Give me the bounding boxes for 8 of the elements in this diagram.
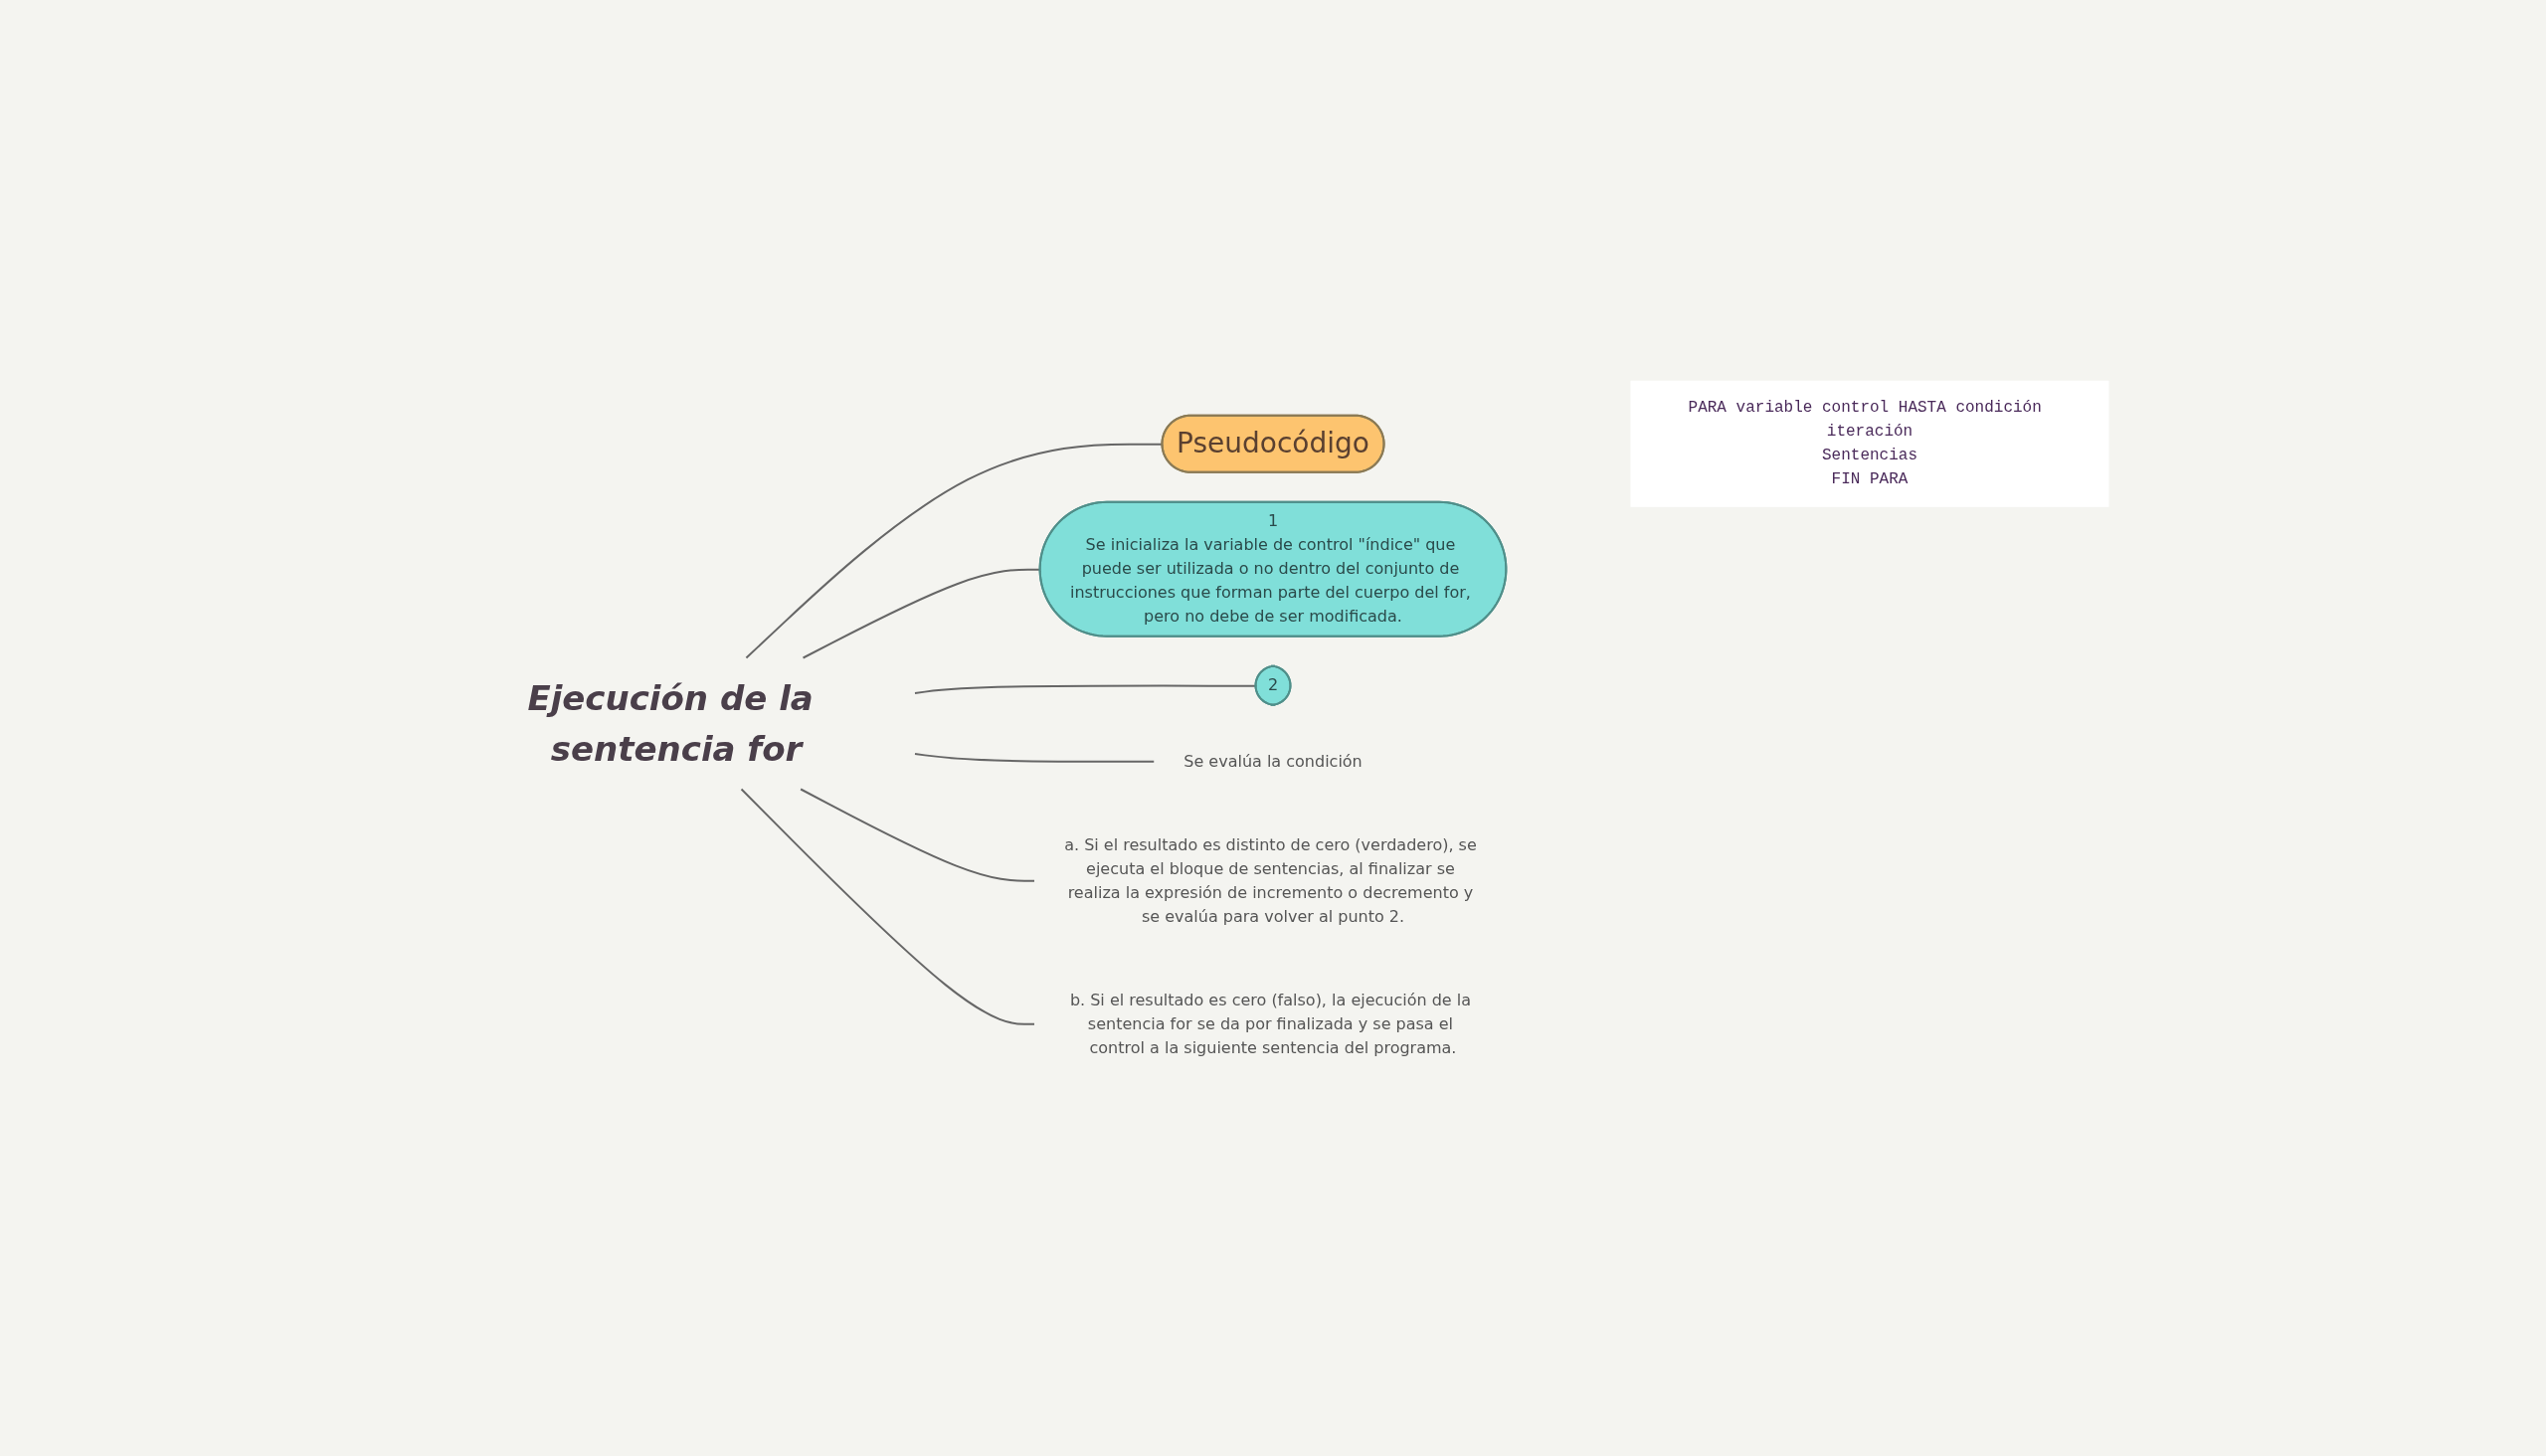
node-text: Se evalúa la condición — [1183, 751, 1363, 771]
connector — [914, 753, 1156, 763]
mind-map: Ejecución de la sentencia for Pseudocódigo PARA variable control HASTA condición iteración Sentencias FIN PARA 1 Se inicializa la variable de control "índice" que puede ser utilizada o no dentro del conjunto de instrucciones que forman parte del cuerpo del for, pero no debe de ser modificada. 2 Se evalúa la condición a. Si el resultado es distinto de cero (verdadero), se ejecuta el bloque de sentencias, al finalizar se realiza la expresión de incremento o decremento y se evalúa para volver al punto 2. b. Si el resultado es cero (falso), la ejecución de la sentencia for se da por finalizada y se pasa el control a la siguiente sentencia del programa. — [40, 40, 2506, 1416]
connector — [740, 788, 1035, 1025]
connector — [800, 788, 1035, 882]
node-text: a. Si el resultado es distinto de cero (verdadero), se ejecuta el bloque de sentencias, al finalizar se realiza la expresión de incremento o decremento y se evalúa para volver al punto 2. — [1064, 834, 1477, 926]
node-text: b. Si el resultado es cero (falso), la ejecución de la sentencia for se da por finalizada y se pasa el control a la siguiente sentencia del programa. — [1069, 990, 1472, 1057]
node-text: Ejecución de la sentencia for — [527, 677, 814, 769]
